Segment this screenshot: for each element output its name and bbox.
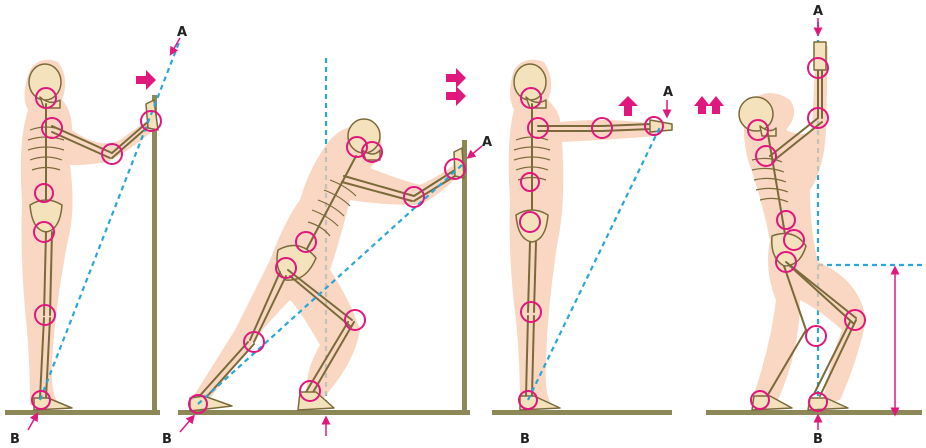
label-b1: B: [10, 432, 20, 447]
floor-2: [178, 410, 470, 415]
label-a4: A: [813, 4, 823, 19]
label-pointer-b1: [28, 416, 36, 430]
label-pointer-b2: [180, 418, 192, 432]
wall-2: [462, 140, 467, 415]
label-b3: B: [520, 432, 530, 447]
lift-arrow-4b: [708, 96, 724, 114]
label-pointer-a2: [470, 146, 482, 156]
push-arrow-1: [136, 70, 156, 90]
label-a2: A: [482, 135, 492, 150]
label-a1: A: [177, 25, 187, 40]
label-a3: A: [663, 85, 673, 100]
lift-arrow-4a: [694, 96, 710, 114]
floor-1: [5, 410, 160, 415]
lift-arrow-3: [618, 96, 638, 116]
push-arrow-2b: [446, 86, 466, 106]
panel-3-forward-lift: A B: [492, 60, 673, 447]
push-arrow-2a: [446, 68, 466, 88]
panel-4-overhead-lift: A B: [694, 4, 926, 447]
panel-1-standing-push: A B: [5, 25, 187, 447]
floor-3: [492, 410, 672, 415]
panel-2-leaning-push: A B: [162, 58, 492, 447]
label-b4: B: [813, 432, 823, 447]
body-silhouette-1: [21, 60, 154, 405]
label-b2: B: [162, 432, 172, 447]
wall-1: [152, 95, 157, 415]
